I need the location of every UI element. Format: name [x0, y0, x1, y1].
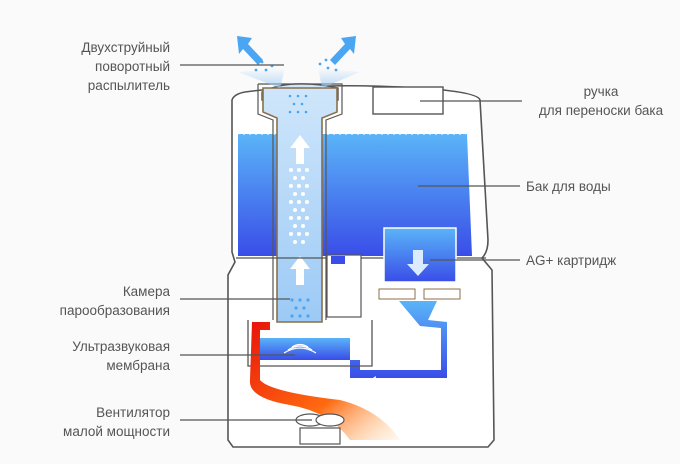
water-channel	[350, 301, 447, 378]
spray-cone-left	[238, 68, 285, 88]
label-chamber: Камера парообразования	[59, 284, 170, 318]
cartridge-filter	[378, 288, 461, 300]
label-handle: ручка для переноски бака	[538, 84, 664, 118]
leader-lines	[180, 64, 522, 421]
arrow-up-icon	[290, 135, 310, 164]
airflow-channel	[249, 322, 400, 440]
cartridge-arrow-icon	[407, 250, 429, 276]
spray-dots	[254, 58, 338, 72]
bubbles	[289, 168, 309, 244]
airflow-arrow-icon	[352, 376, 376, 402]
label-membrane: Ультразвуковая мембрана	[72, 339, 170, 373]
mist-dots	[288, 94, 310, 318]
chamber-water	[258, 338, 350, 360]
label-nozzle: Двухструйный поворотный распылитель	[81, 40, 170, 93]
label-cartridge: AG+ картридж	[526, 253, 617, 268]
spray-arrow-left-icon	[237, 36, 263, 65]
label-fan: Вентилятор малой мощности	[63, 405, 170, 439]
spray-cone-right	[318, 68, 360, 88]
label-tank: Бак для воды	[526, 179, 611, 194]
spray-arrow-right-icon	[330, 36, 356, 65]
steam-column	[262, 87, 338, 323]
water-surface	[237, 131, 467, 136]
chamber-wall	[247, 320, 373, 367]
fan-icon	[295, 413, 345, 445]
arrow-up-icon	[290, 256, 310, 285]
valve-seal	[331, 256, 345, 264]
ultrasonic-waves-icon	[283, 343, 317, 354]
column-wall	[257, 83, 343, 320]
valve	[326, 254, 362, 318]
